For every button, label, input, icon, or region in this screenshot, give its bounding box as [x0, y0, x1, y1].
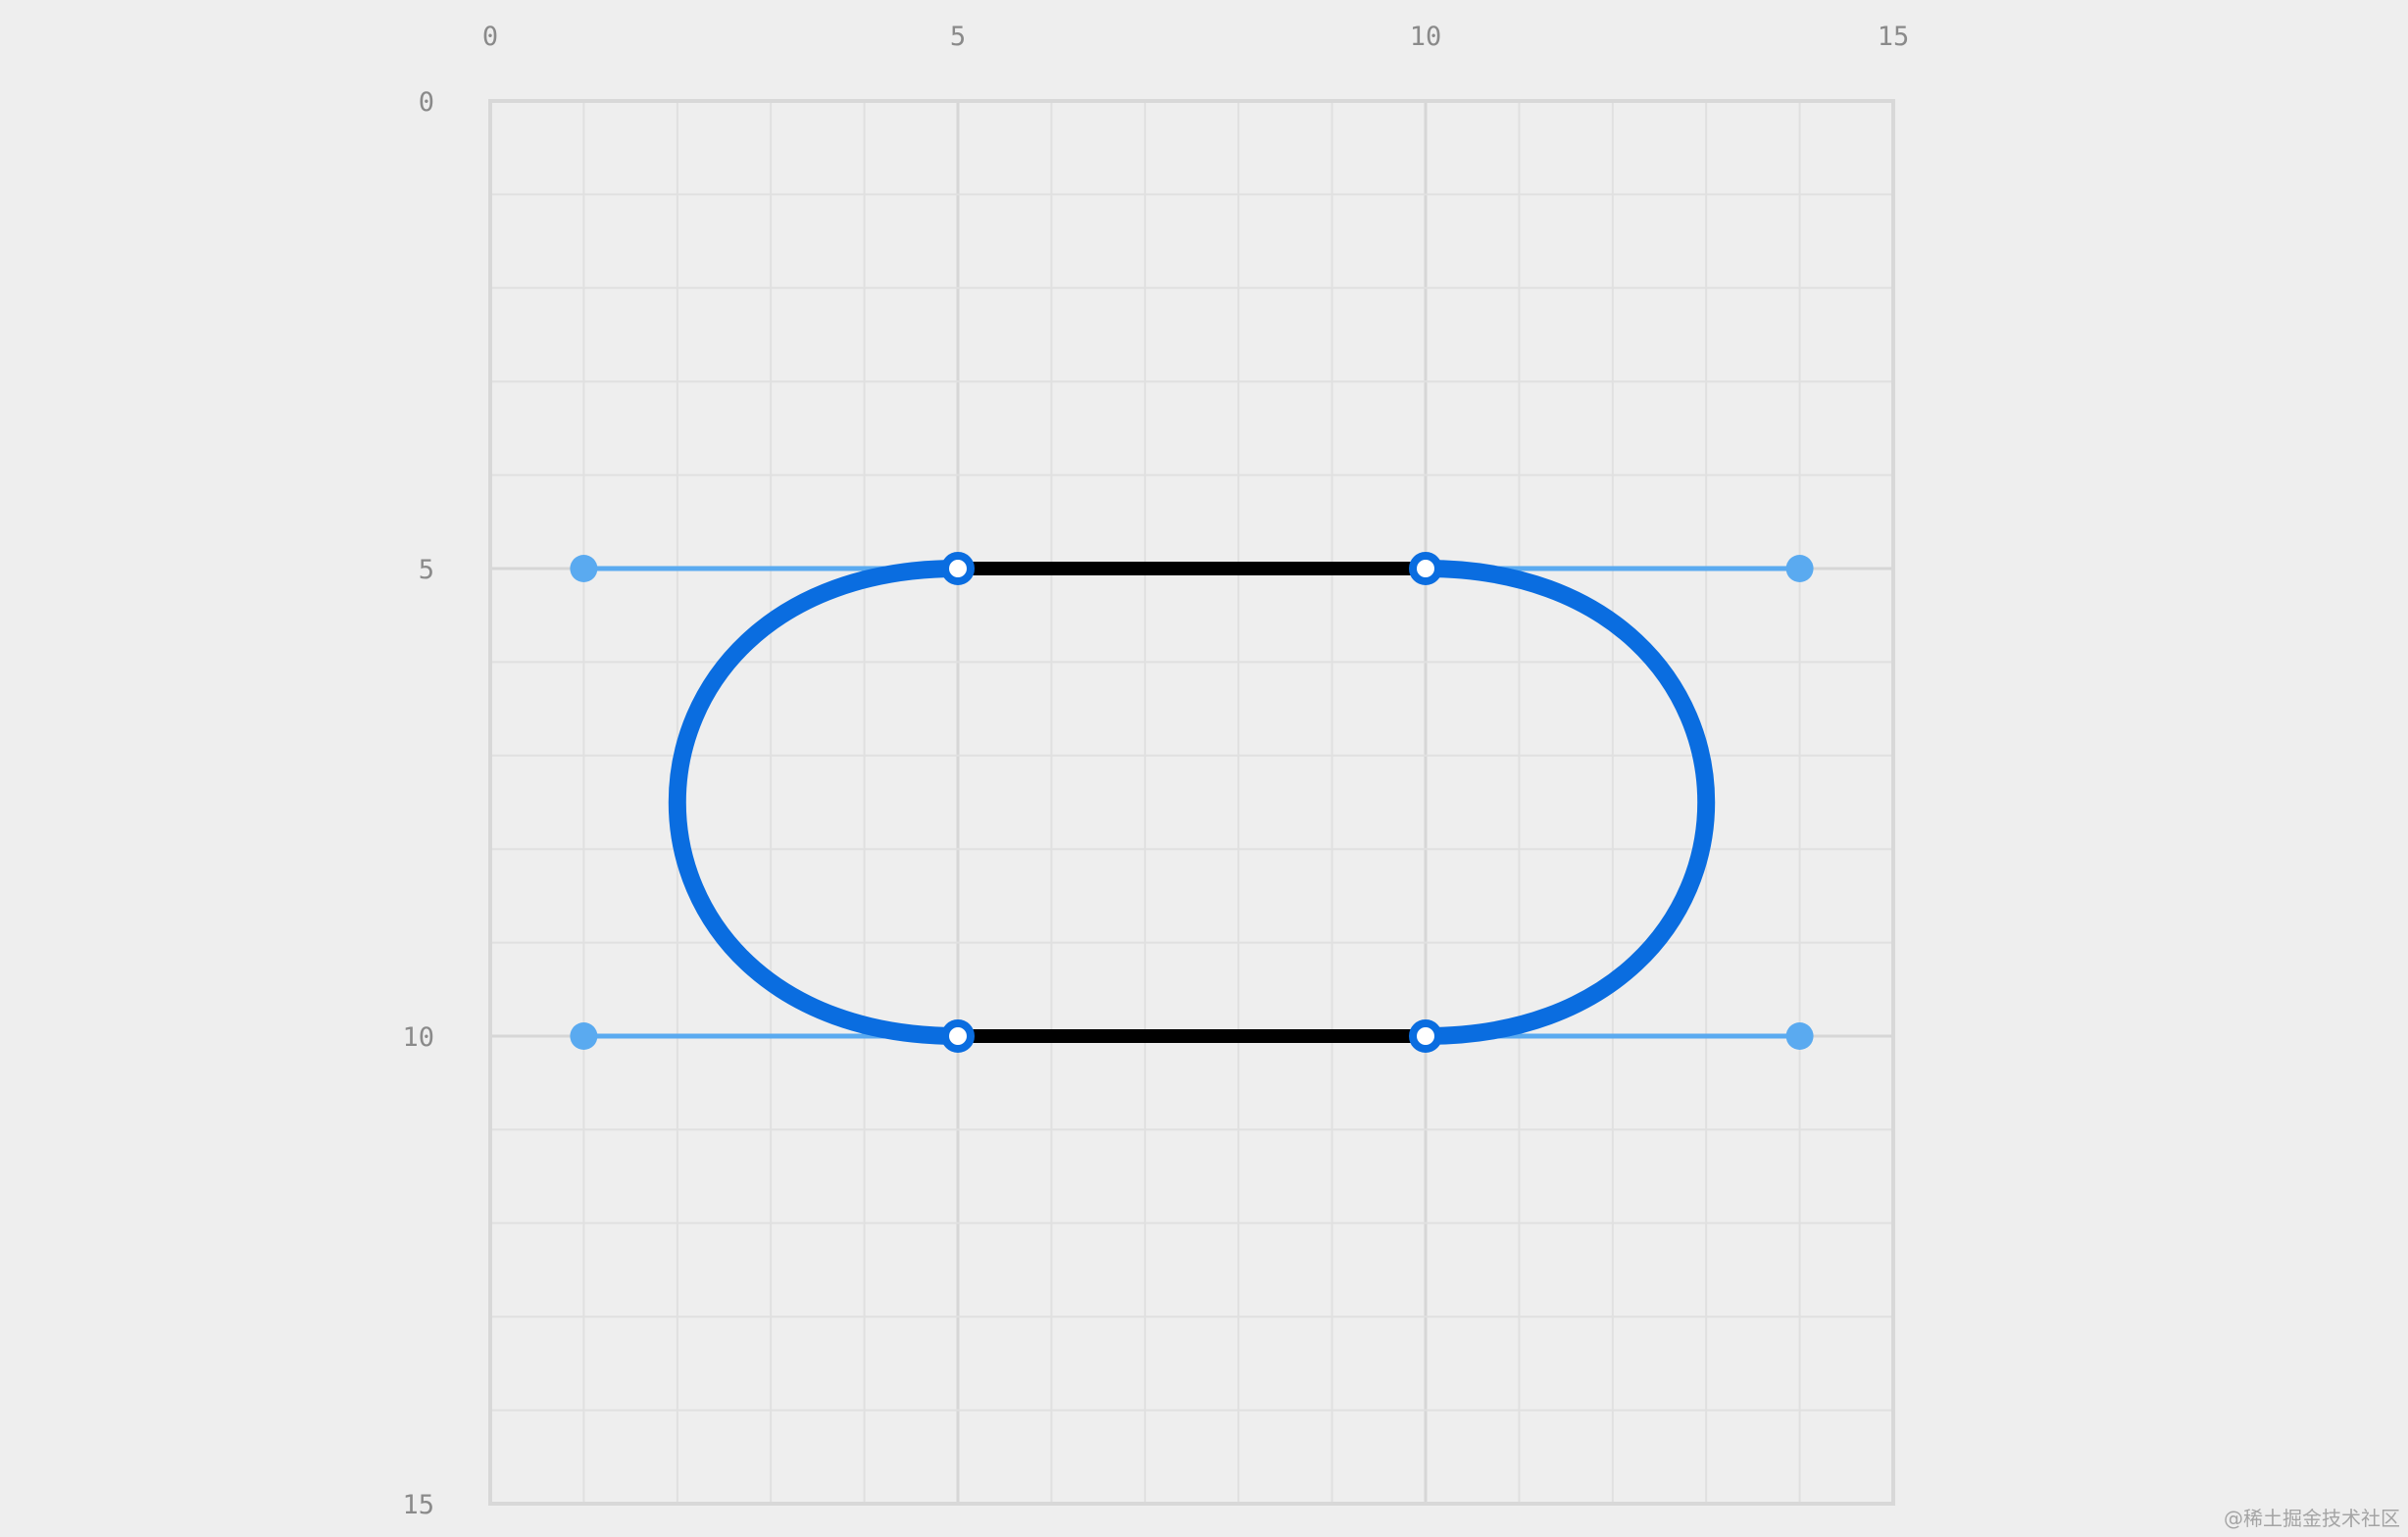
straight-segments — [958, 562, 1426, 1043]
y-tick-label: 5 — [419, 555, 434, 585]
y-tick-label: 15 — [402, 1490, 434, 1520]
x-tick-label: 15 — [1878, 22, 1910, 52]
watermark: @稀土掘金技术社区 — [2224, 1507, 2400, 1530]
anchor-points[interactable] — [941, 552, 1442, 1053]
bezier-curve-segment — [1417, 560, 1716, 1045]
handle-points[interactable] — [570, 555, 1814, 1050]
control-handle-point[interactable] — [1785, 1022, 1814, 1050]
x-tick-label: 10 — [1410, 22, 1442, 52]
bezier-curve-segment — [668, 560, 967, 1045]
x-tick-label: 0 — [482, 22, 498, 52]
anchor-point[interactable] — [1409, 552, 1442, 585]
control-handle-point[interactable] — [1785, 555, 1814, 582]
control-handle-point[interactable] — [570, 1022, 598, 1050]
control-handle-point[interactable] — [570, 555, 598, 582]
y-tick-labels: 0 5 10 15 — [402, 87, 434, 1520]
anchor-point[interactable] — [941, 1019, 975, 1053]
x-tick-label: 5 — [950, 22, 966, 52]
y-tick-label: 0 — [419, 87, 434, 118]
plot-frame — [488, 99, 1895, 1506]
anchor-point[interactable] — [1409, 1019, 1442, 1053]
curve-segments — [668, 560, 1716, 1045]
y-tick-label: 10 — [402, 1022, 434, 1053]
plot-frame-border — [488, 99, 1895, 1506]
x-tick-labels: 0 5 10 15 — [482, 22, 1909, 52]
anchor-point[interactable] — [941, 552, 975, 585]
